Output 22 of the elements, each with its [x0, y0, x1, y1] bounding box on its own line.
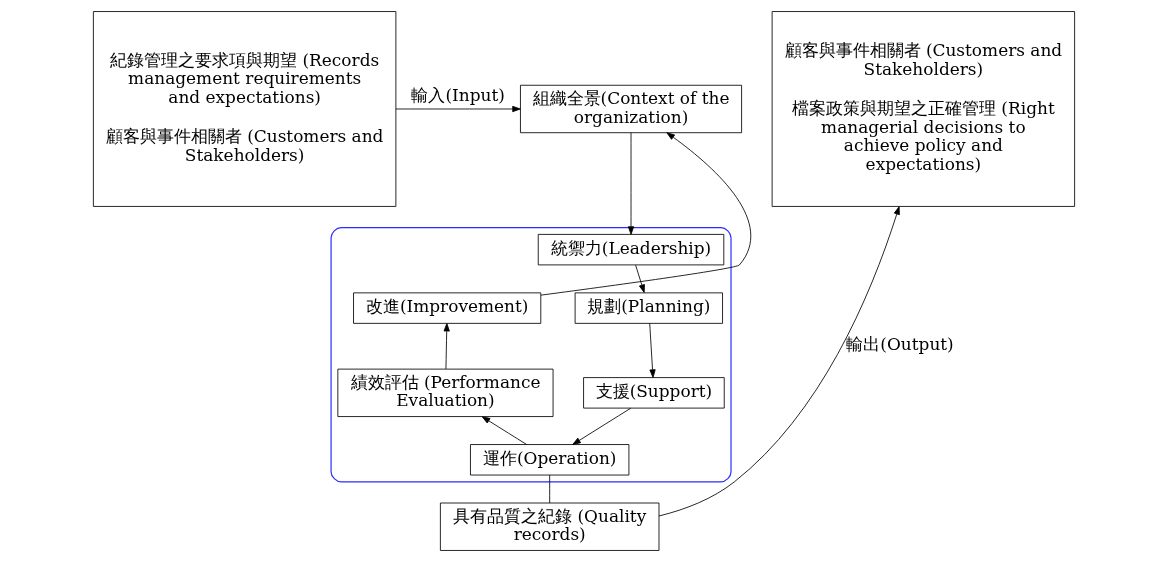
node-box: 具有品質之紀錄 (Quality records)	[439, 502, 660, 551]
arrow	[540, 132, 752, 296]
node-box: 績效評估 (Performance Evaluation)	[337, 368, 554, 417]
arrow	[481, 416, 527, 445]
arrow	[395, 105, 521, 113]
arrow	[627, 132, 635, 235]
node-box: 紀錄管理之要求項與期望 (Records management requirements and expectations) 顧客與事件相關者 (Customers and Stakeholders)	[92, 11, 397, 207]
node-box: 組織全景(Context of the organization)	[520, 84, 743, 134]
arrow	[635, 264, 645, 293]
node-box: 支援(Support)	[583, 377, 725, 409]
arrow	[443, 323, 450, 370]
node-box: 規劃(Planning)	[574, 292, 723, 324]
node-box: 改進(Improvement)	[353, 292, 542, 324]
arrow	[649, 323, 656, 378]
node-box: 顧客與事件相關者 (Customers and Stakeholders) 檔案政策與期望之正確管理 (Right managerial decisions to achieve policy and expectations)	[771, 11, 1076, 207]
connector	[549, 474, 551, 504]
edge-label: 輸入(Input)	[411, 85, 505, 106]
arrow	[658, 206, 900, 517]
node-box: 統禦力(Leadership)	[537, 233, 725, 266]
edge-label: 輸出(Output)	[846, 334, 954, 355]
node-box: 運作(Operation)	[470, 444, 630, 476]
arrow	[572, 407, 632, 445]
